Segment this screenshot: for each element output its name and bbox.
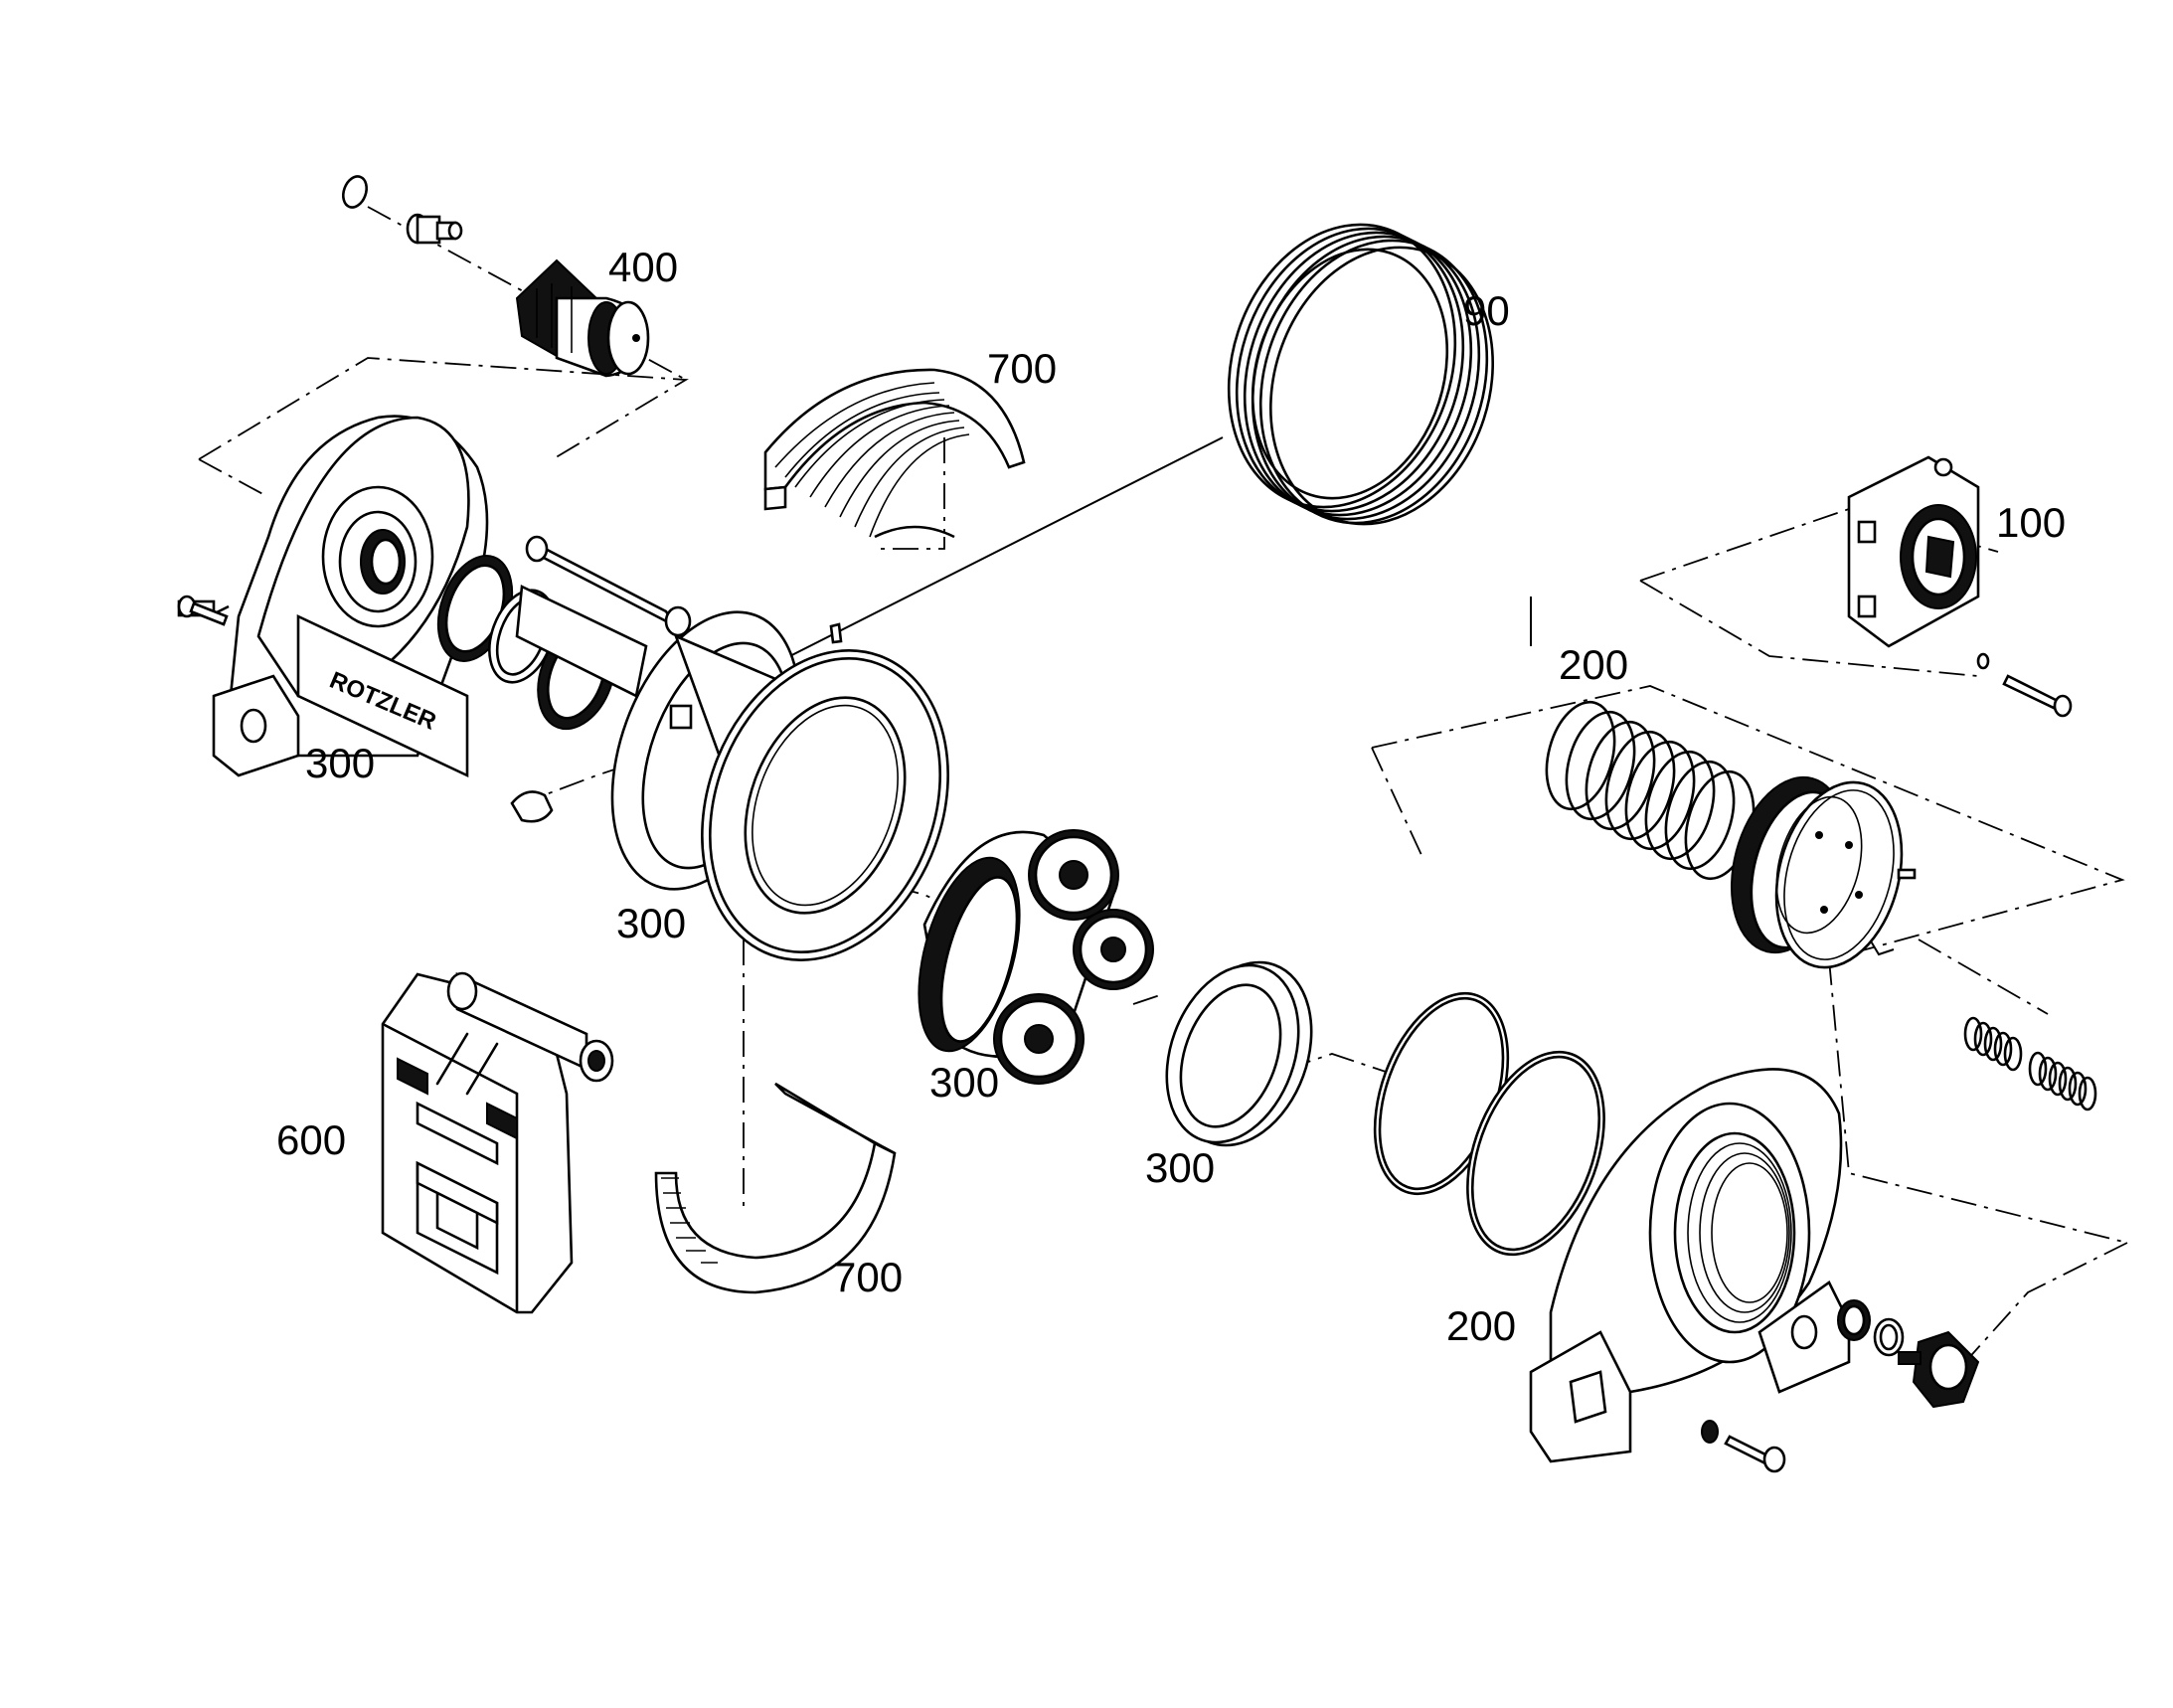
part-400-assembly xyxy=(342,175,650,378)
part-200-right-housing xyxy=(1529,1068,1851,1463)
callout-400: 400 xyxy=(608,244,679,290)
fitting xyxy=(406,213,463,245)
callout-700-lower: 700 xyxy=(833,1254,904,1300)
springs-small xyxy=(1963,1016,2097,1111)
part-300-left-housing xyxy=(177,415,489,778)
callout-300-planetary: 300 xyxy=(929,1059,1000,1106)
bolt-small-100 xyxy=(1976,652,2073,718)
part-700-lower-liner xyxy=(654,1082,897,1294)
callout-300-bearing: 300 xyxy=(1145,1144,1216,1191)
part-200-spring-pack xyxy=(1545,700,1917,969)
part-600-bracket xyxy=(381,971,614,1314)
callout-200-spring: 200 xyxy=(1559,641,1629,688)
callout-300-drum: 300 xyxy=(616,900,687,946)
part-300-bearing xyxy=(1165,960,1313,1147)
o-ring-small xyxy=(342,175,368,209)
key-part xyxy=(510,790,554,823)
part-100-valve xyxy=(1847,455,1980,648)
small-parts-right xyxy=(1701,1299,1980,1473)
cartridge-400 xyxy=(515,258,650,378)
callout-200-housing: 200 xyxy=(1446,1302,1517,1349)
part-300-drum xyxy=(610,610,949,961)
o-rings-large xyxy=(1373,991,1605,1257)
part-300-planetary xyxy=(918,829,1154,1085)
callout-700-upper: 700 xyxy=(987,345,1058,392)
callout-600: 600 xyxy=(276,1116,347,1163)
bolt-left xyxy=(177,595,229,626)
part-90-ring xyxy=(1227,223,1494,526)
callout-90: 90 xyxy=(1463,287,1510,334)
callout-100: 100 xyxy=(1996,499,2067,546)
part-700-upper-liner xyxy=(763,368,1026,539)
callout-300-housing: 300 xyxy=(305,740,376,786)
